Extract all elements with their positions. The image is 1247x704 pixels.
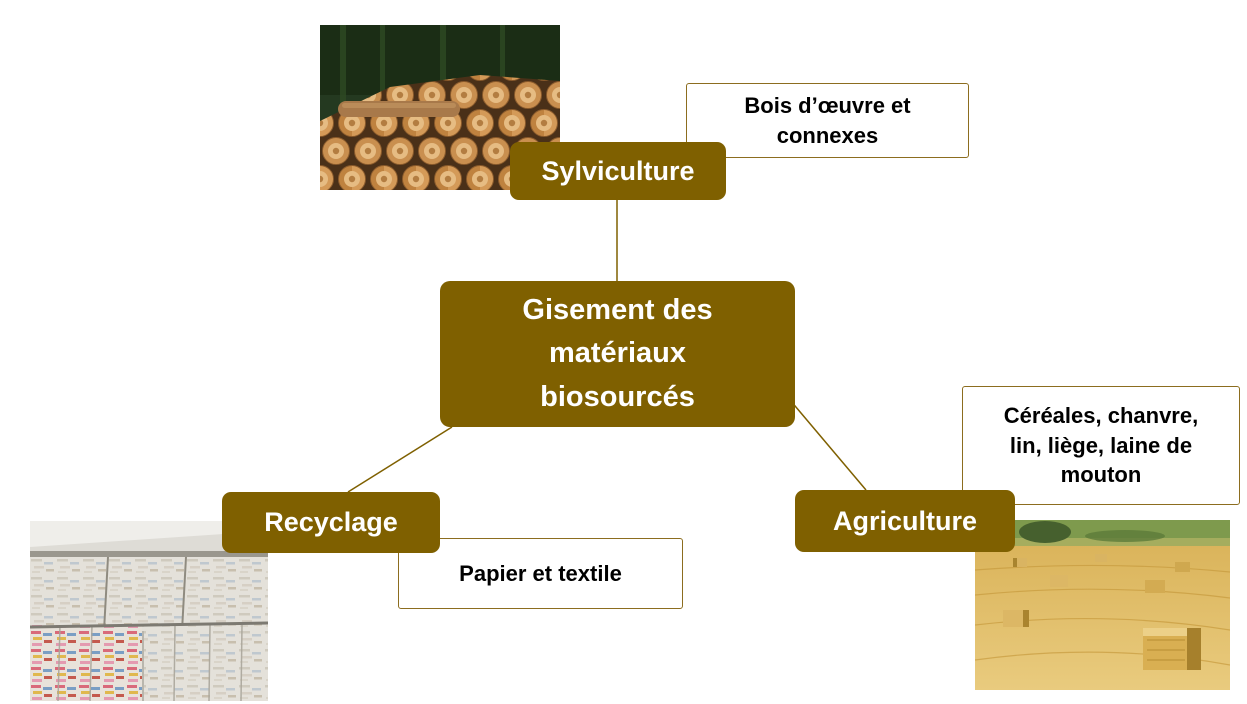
timber-logs-illustration xyxy=(320,25,560,190)
connector-recyclage xyxy=(347,426,453,493)
node-agriculture: Agriculture xyxy=(795,490,1015,552)
straw-bales-field-photo xyxy=(975,520,1230,690)
central-node: Gisement des matériaux biosourcés xyxy=(440,281,795,427)
timber-logs-photo xyxy=(320,25,560,190)
callout-bois-oeuvre: Bois d’œuvre et connexes xyxy=(686,83,969,158)
callout-papier-textile-text: Papier et textile xyxy=(459,560,622,586)
node-agriculture-label: Agriculture xyxy=(832,505,978,536)
callout-papier-textile: Papier et textile xyxy=(398,538,683,609)
hay-field-illustration xyxy=(975,520,1230,690)
central-node-label: Gisement des matériaux biosourcés xyxy=(522,293,713,413)
callout-cereales: Céréales, chanvre, lin, liège, laine de … xyxy=(962,386,1240,505)
callout-bois-oeuvre-text: Bois d’œuvre et connexes xyxy=(744,92,911,148)
connector-agriculture xyxy=(789,399,867,491)
node-recyclage-label: Recyclage xyxy=(264,507,398,537)
node-recyclage: Recyclage xyxy=(222,492,440,553)
callout-cereales-text: Céréales, chanvre, lin, liège, laine de … xyxy=(1003,402,1199,488)
node-sylviculture: Sylviculture xyxy=(510,142,726,200)
node-sylviculture-label: Sylviculture xyxy=(541,155,695,186)
